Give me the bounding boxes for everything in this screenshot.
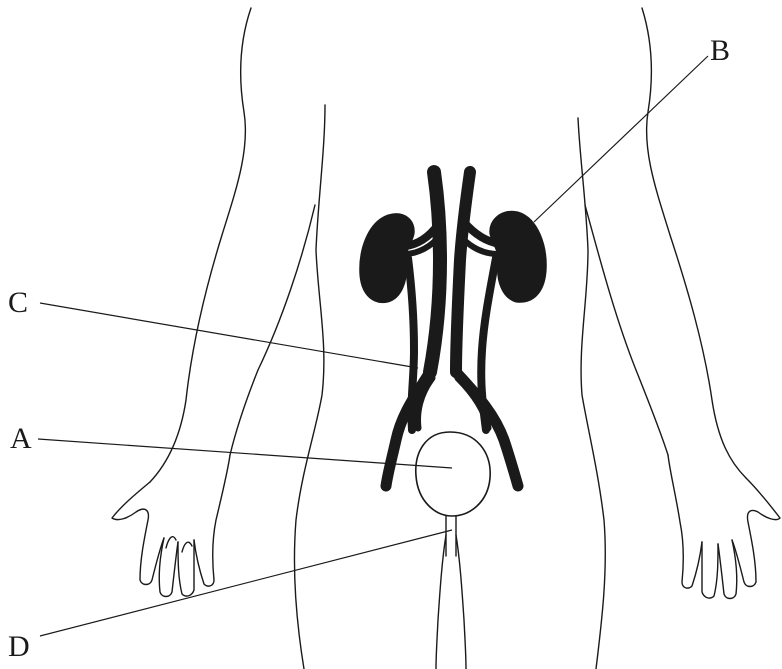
leader-line-b (534, 56, 708, 222)
leader-line-c (40, 303, 418, 368)
label-b: B (710, 34, 730, 67)
label-d: D (8, 630, 30, 663)
kidney-right (490, 211, 546, 302)
ureter-left (408, 258, 414, 430)
bladder (416, 432, 490, 516)
body-outline (112, 8, 780, 669)
label-a: A (10, 422, 32, 455)
label-c: C (8, 286, 28, 319)
urethra (446, 516, 456, 556)
leader-line-d (40, 530, 452, 636)
kidney-left (360, 214, 414, 303)
